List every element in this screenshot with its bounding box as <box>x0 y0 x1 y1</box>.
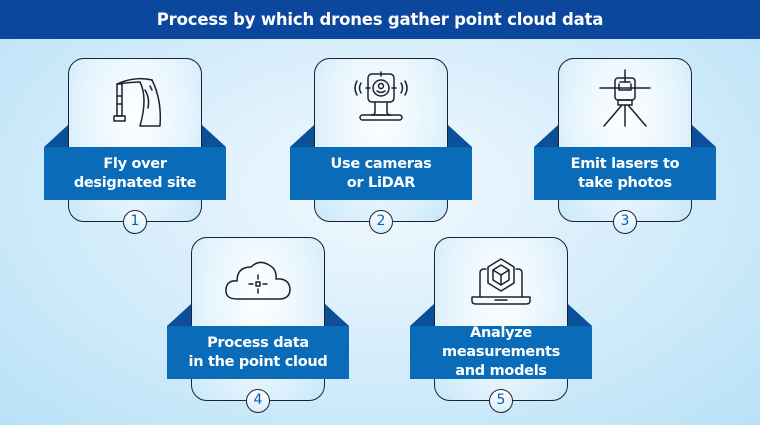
ribbon-fold-right <box>325 304 349 326</box>
ribbon-fold-left <box>44 125 68 147</box>
laptop-3d-model-icon <box>466 247 536 309</box>
ribbon-fold-right <box>202 125 226 147</box>
step-number: 5 <box>489 389 513 413</box>
step-number: 3 <box>613 210 637 234</box>
step-number: 2 <box>369 210 393 234</box>
ribbon-fold-right <box>568 304 592 326</box>
ribbon-fold-left <box>410 304 434 326</box>
camera-lidar-icon <box>346 68 416 130</box>
drone-spray-icon <box>100 68 170 130</box>
page-title: Process by which drones gather point clo… <box>0 0 760 39</box>
ribbon-fold-left <box>290 125 314 147</box>
laser-scanner-tripod-icon <box>590 68 660 130</box>
step-number: 4 <box>246 389 270 413</box>
ribbon-fold-right <box>448 125 472 147</box>
ribbon-fold-left <box>167 304 191 326</box>
cloud-point-icon <box>223 247 293 309</box>
ribbon-fold-left <box>534 125 558 147</box>
step-number: 1 <box>123 210 147 234</box>
ribbon-fold-right <box>692 125 716 147</box>
